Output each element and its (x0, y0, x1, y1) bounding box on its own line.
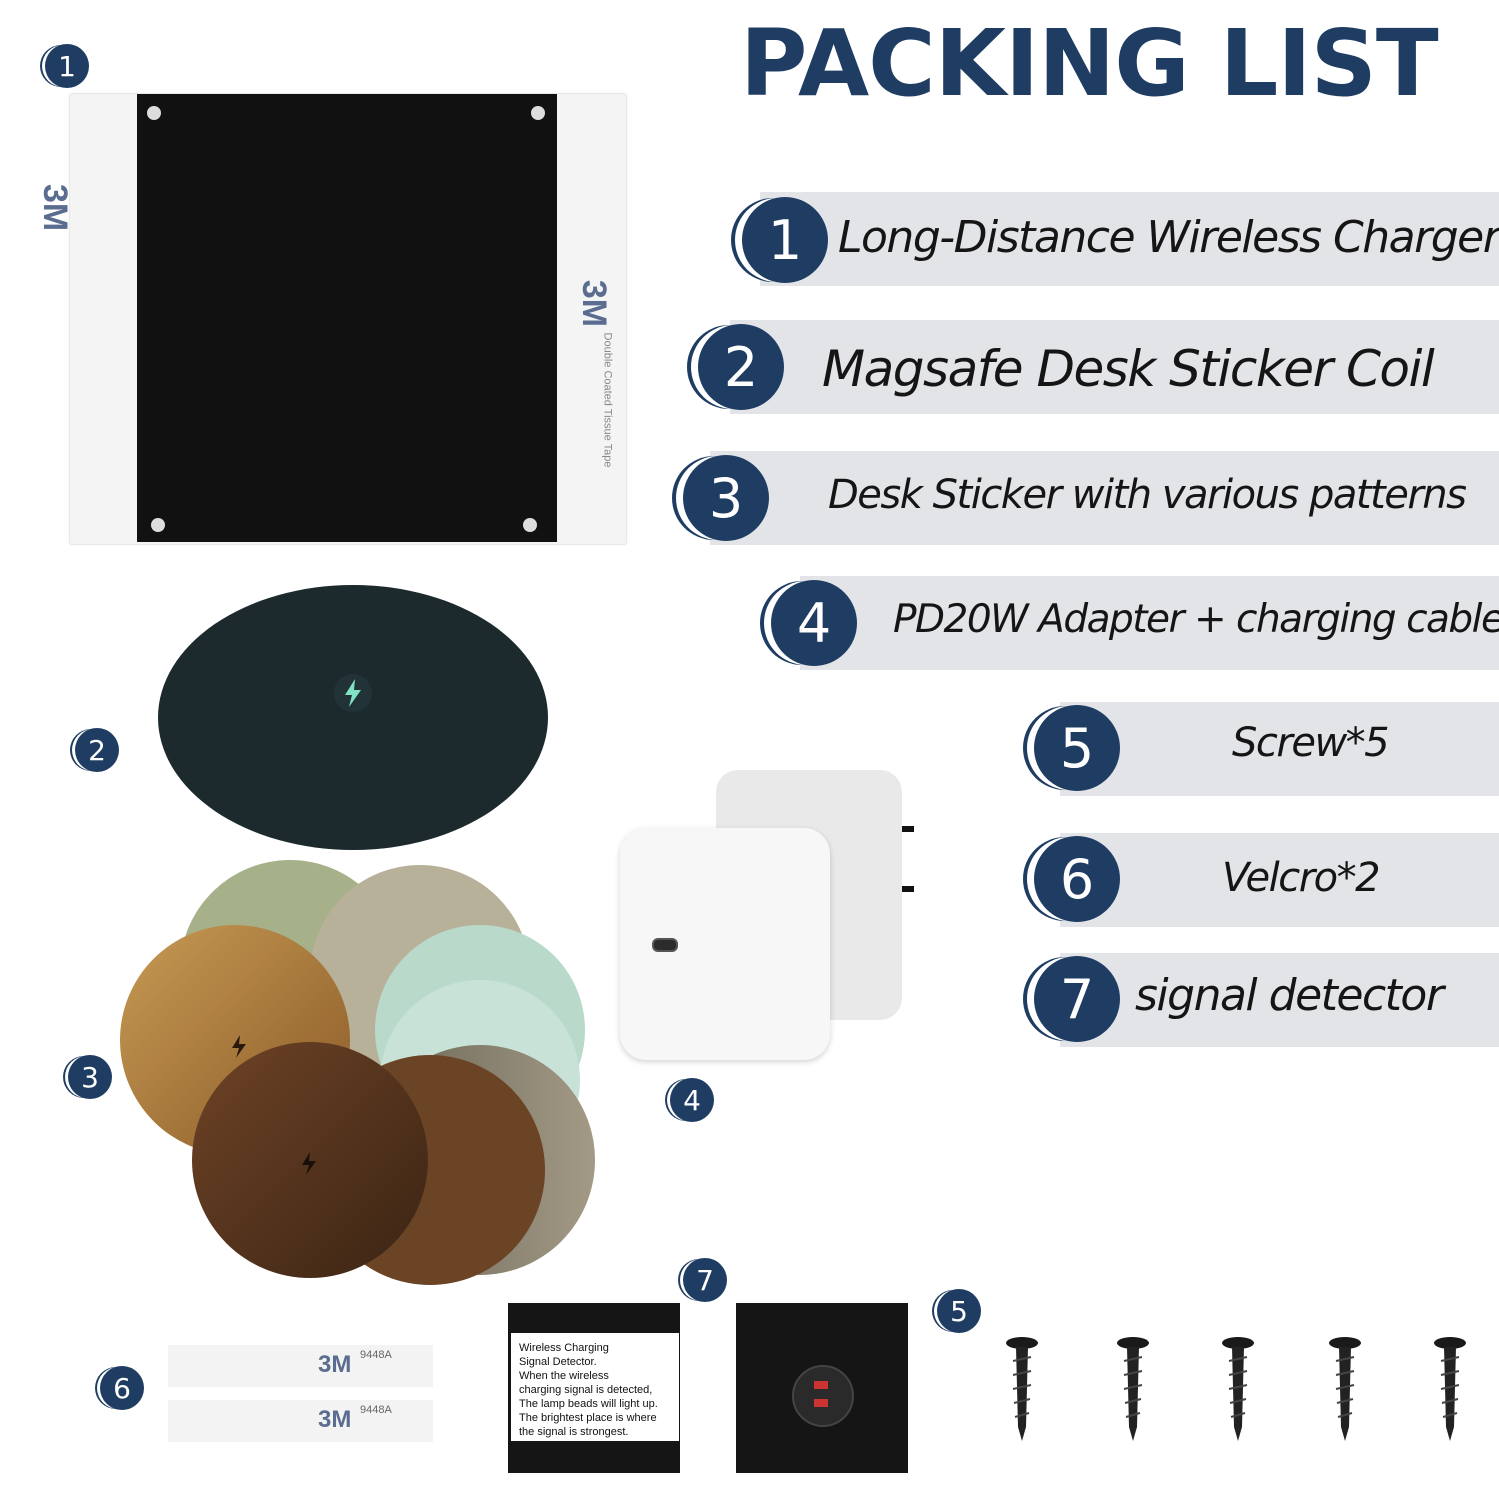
tape-brand: 3M (318, 1351, 352, 1378)
screw-icon (1222, 1337, 1254, 1441)
list-band-1 (760, 192, 1499, 286)
screw-hole (523, 518, 537, 532)
list-number-2: 2 (698, 324, 784, 410)
detector-card-line: When the wireless (519, 1370, 609, 1382)
list-label-1: Long-Distance Wireless Charger (838, 212, 1499, 263)
list-number-7: 7 (1034, 956, 1120, 1042)
screw-hole (531, 106, 545, 120)
tape-brand: 3M (318, 1406, 352, 1433)
tape-brand-left: 3M (36, 184, 74, 232)
list-label-2: Magsafe Desk Sticker Coil (822, 340, 1435, 398)
detector-card-line: The lamp beads will light up. (519, 1398, 658, 1410)
detector-led (814, 1399, 828, 1407)
power-adapter (620, 770, 914, 1060)
charger-pad (137, 94, 557, 542)
list-number-1: 1 (742, 197, 828, 283)
screw-icon (1434, 1337, 1466, 1441)
velcro-strip-2: 3M 9448A (168, 1400, 433, 1442)
screw-hole (151, 518, 165, 532)
list-band-4 (800, 576, 1499, 670)
screw-hole (147, 106, 161, 120)
list-label-7: signal detector (1135, 970, 1444, 1021)
marker-7: 7 (683, 1258, 727, 1302)
screw-icon (1117, 1337, 1149, 1441)
list-label-5: Screw*5 (1232, 720, 1390, 766)
tape-model: 9448A (360, 1404, 392, 1416)
marker-4: 4 (670, 1078, 714, 1122)
list-label-4: PD20W Adapter + charging cable (893, 597, 1499, 642)
marker-6: 6 (100, 1366, 144, 1410)
list-number-4: 4 (771, 580, 857, 666)
list-number-5: 5 (1034, 705, 1120, 791)
lightning-icon (232, 1035, 246, 1058)
page-title: PACKING LIST (740, 10, 1439, 117)
tape-brand-right: 3M (575, 279, 614, 328)
screw-icon (1329, 1337, 1361, 1441)
detector-card: Wireless Charging Signal Detector. When … (511, 1333, 679, 1441)
list-band-6 (1060, 833, 1499, 927)
marker-3: 3 (68, 1055, 112, 1099)
lightning-icon (334, 674, 372, 712)
marker-2: 2 (75, 728, 119, 772)
velcro-strip-1: 3M 9448A (168, 1345, 433, 1387)
detector-led (814, 1381, 828, 1389)
list-number-6: 6 (1034, 836, 1120, 922)
marker-5: 5 (937, 1289, 981, 1333)
list-label-3: Desk Sticker with various patterns (828, 472, 1467, 518)
tape-model: 9448A (360, 1349, 392, 1361)
list-band-3 (710, 451, 1499, 545)
screws (1006, 1337, 1466, 1441)
detector-card-line: charging signal is detected, (519, 1384, 653, 1396)
pattern-stickers (120, 860, 595, 1285)
tape-desc-right: Double Coated Tissue Tape (601, 332, 614, 468)
list-label-6: Velcro*2 (1222, 855, 1381, 901)
adapter-prong (902, 886, 914, 892)
detector-card-line: the signal is strongest. (519, 1426, 629, 1438)
list-band-7 (1060, 953, 1499, 1047)
marker-1: 1 (45, 44, 89, 88)
detector-circuit (792, 1365, 854, 1427)
usb-c-port-icon (652, 938, 678, 952)
lightning-icon (302, 1152, 316, 1175)
screw-icon (1006, 1337, 1038, 1441)
sticker-dark-wood (192, 1042, 428, 1278)
detector-card-line: The brightest place is where (519, 1412, 657, 1424)
adapter-prong (902, 826, 914, 832)
list-number-3: 3 (683, 455, 769, 541)
sticker-coil-disc (158, 585, 548, 850)
list-band-2 (730, 320, 1499, 414)
detector-card-line: Wireless Charging (519, 1342, 609, 1354)
list-band-5 (1060, 702, 1499, 796)
detector-back (736, 1303, 908, 1473)
detector-card-line: Signal Detector. (519, 1356, 597, 1368)
